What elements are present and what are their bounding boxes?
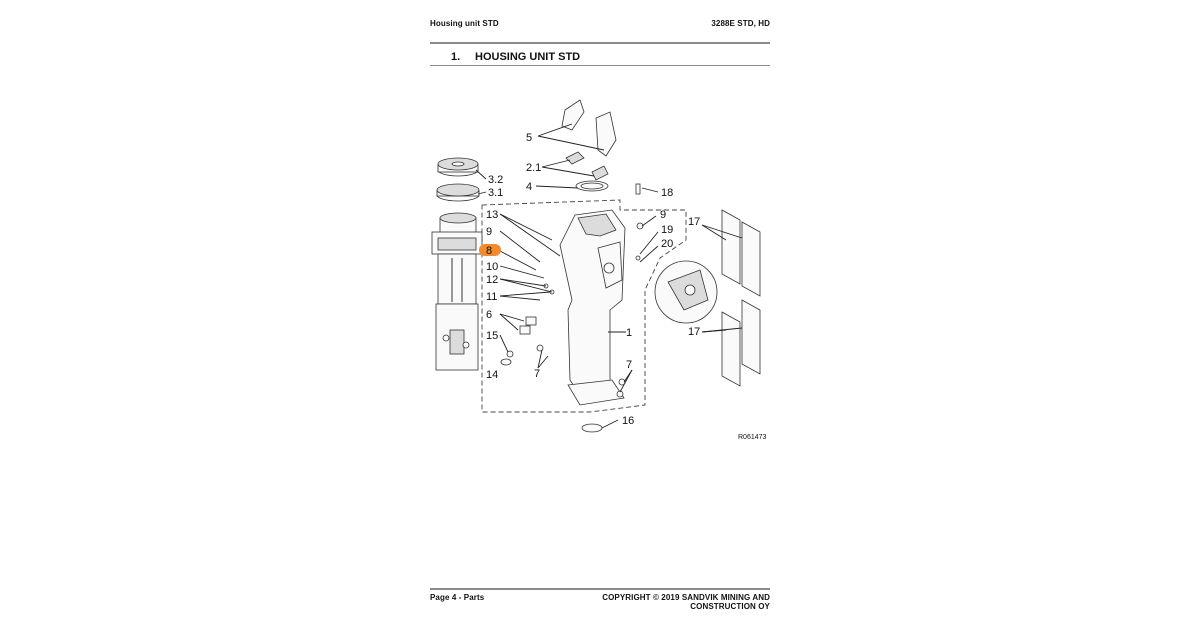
callout-4: 4 [526,181,532,193]
callout-3-2: 3.2 [488,174,503,186]
section-title: HOUSING UNIT STD [475,51,581,63]
callout-20: 20 [661,238,673,250]
callout-11: 11 [486,291,497,303]
wear-plates [721,209,761,387]
section-title-underline [430,65,770,66]
callout-16: 16 [622,415,634,427]
callout-3-1: 3.1 [488,187,503,199]
detail-zoom [654,260,718,324]
callout-14: 14 [486,369,498,381]
callout-17-top: 17 [688,216,700,228]
callout-7-left: 7 [534,368,540,380]
callout-5: 5 [526,132,532,144]
callout-1: 1 [626,327,632,339]
header-divider [430,42,770,44]
header-model: 3288E STD, HD [711,19,770,28]
main-housing [559,209,626,406]
callout-10: 10 [486,261,498,273]
section-number: 1. [451,51,461,63]
callout-6: 6 [486,309,492,321]
assembly-boundary [481,199,687,413]
callout-13: 13 [486,209,498,221]
callout-8: 8 [486,245,492,257]
bottom-ring [581,423,603,433]
callout-19: 19 [661,224,673,236]
callout-2-1: 2.1 [526,162,541,174]
callout-15: 15 [486,330,498,342]
leader-lines [475,123,743,429]
footer-copyright: COPYRIGHT © 2019 SANDVIK MINING AND CONS… [602,593,770,611]
callout-17-bottom: 17 [688,326,700,338]
footer-page-label: Page 4 - Parts [430,593,485,602]
top-buffer-parts [561,99,617,181]
header-doc-title: Housing unit STD [430,19,499,28]
figure-reference: R061473 [738,434,767,441]
callout-12: 12 [486,274,498,286]
fasteners [500,183,644,398]
callout-7-right: 7 [626,359,632,371]
callout-9-left: 9 [486,226,492,238]
callout-18: 18 [661,187,673,199]
callout-9-right: 9 [660,209,666,221]
footer-divider [430,588,770,590]
highlight-callout-8[interactable] [479,244,501,256]
upper-ring [575,180,609,192]
power-cell-assembly [431,157,483,371]
